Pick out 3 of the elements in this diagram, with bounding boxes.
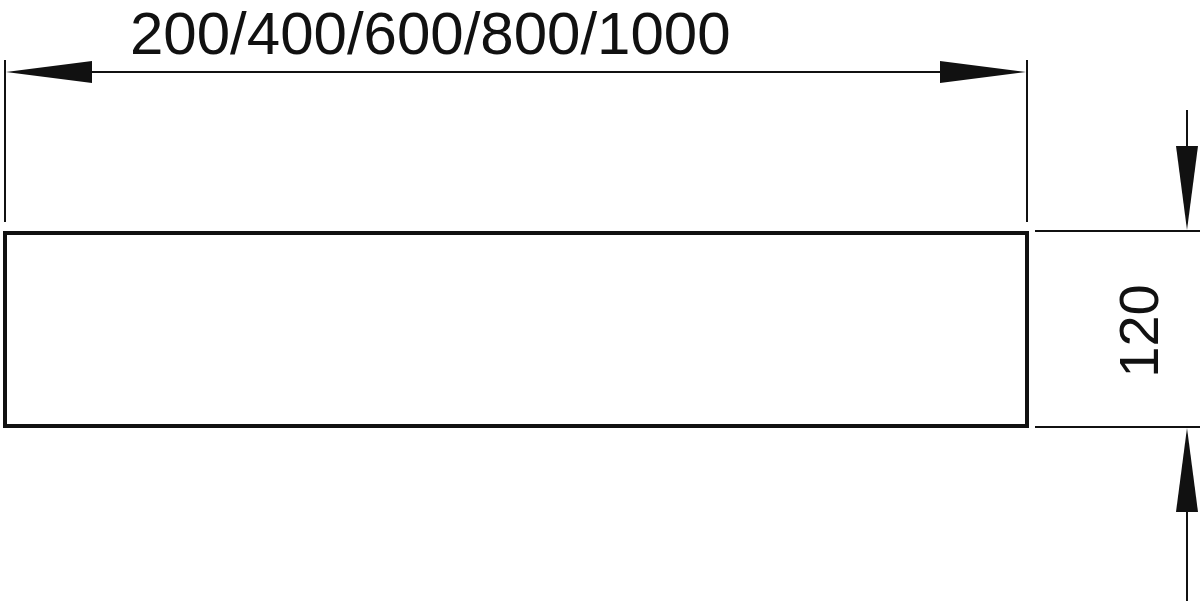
dimension-label: 200/400/600/800/1000	[130, 4, 731, 64]
rectangle-outline	[3, 231, 1029, 428]
dimension-label: 120	[1110, 284, 1167, 378]
